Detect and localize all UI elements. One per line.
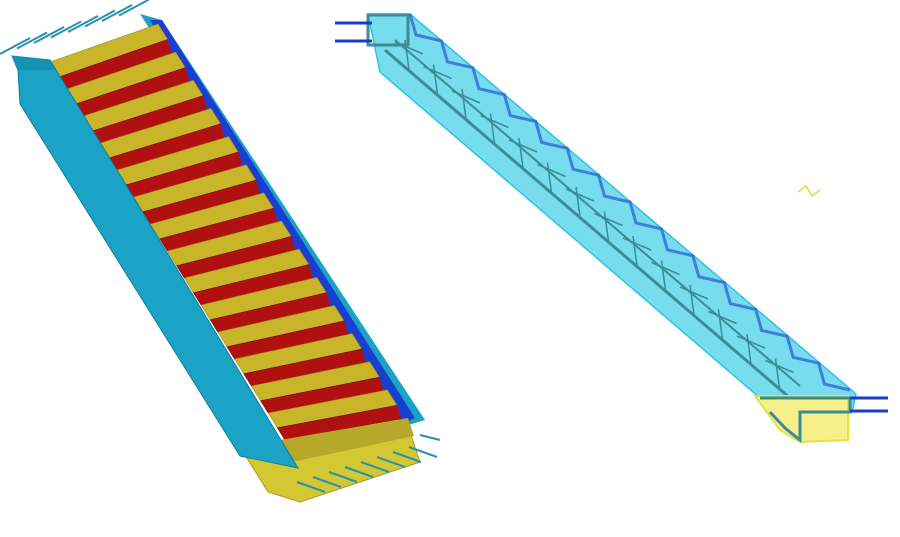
rebar <box>408 446 438 458</box>
rebar <box>392 451 422 463</box>
truss-vertical <box>774 358 781 389</box>
rebar <box>419 434 441 441</box>
truss-diagonal <box>565 188 595 202</box>
truss-vertical <box>746 333 752 365</box>
rebar <box>33 26 65 44</box>
rebar <box>296 481 326 493</box>
truss-vertical <box>489 113 496 144</box>
truss-diagonal <box>736 335 766 349</box>
rebar <box>118 0 150 17</box>
truss-diagonal <box>708 310 737 325</box>
truss-vertical <box>603 211 610 242</box>
rebar <box>344 466 374 478</box>
rebar <box>50 20 82 39</box>
rebar <box>312 476 342 488</box>
truss-vertical <box>432 64 439 95</box>
truss-diagonal <box>679 286 709 300</box>
wireframe-stair-model <box>335 13 888 444</box>
landing-top <box>280 418 414 462</box>
truss-vertical <box>575 186 581 218</box>
truss-vertical <box>660 260 667 291</box>
rebar <box>328 471 358 483</box>
rebar <box>376 456 406 468</box>
truss-vertical <box>546 162 553 193</box>
break-marker <box>797 184 821 198</box>
truss-vertical <box>689 284 695 316</box>
rebar <box>101 4 133 22</box>
truss-diagonal <box>765 359 794 374</box>
rebar <box>67 15 99 33</box>
step-profile <box>408 13 851 392</box>
truss-diagonal <box>423 65 452 80</box>
truss-diagonal <box>594 212 623 227</box>
truss-chord <box>384 48 791 400</box>
rebar <box>0 37 31 55</box>
stringer-top <box>12 56 56 70</box>
top-anchor <box>366 13 410 47</box>
rebar <box>360 461 390 473</box>
truss-diagonal <box>537 163 566 178</box>
truss-vertical <box>717 309 724 340</box>
truss-diagonal <box>651 261 680 276</box>
solid-stair-model <box>0 0 441 503</box>
truss-vertical <box>461 88 467 120</box>
truss-diagonal <box>451 90 481 104</box>
truss-diagonal <box>508 139 538 153</box>
rebar <box>16 31 48 50</box>
truss-vertical <box>518 137 524 169</box>
rebar <box>84 9 116 28</box>
truss-vertical <box>632 235 638 267</box>
truss-diagonal <box>622 237 652 251</box>
truss-diagonal <box>480 114 509 129</box>
